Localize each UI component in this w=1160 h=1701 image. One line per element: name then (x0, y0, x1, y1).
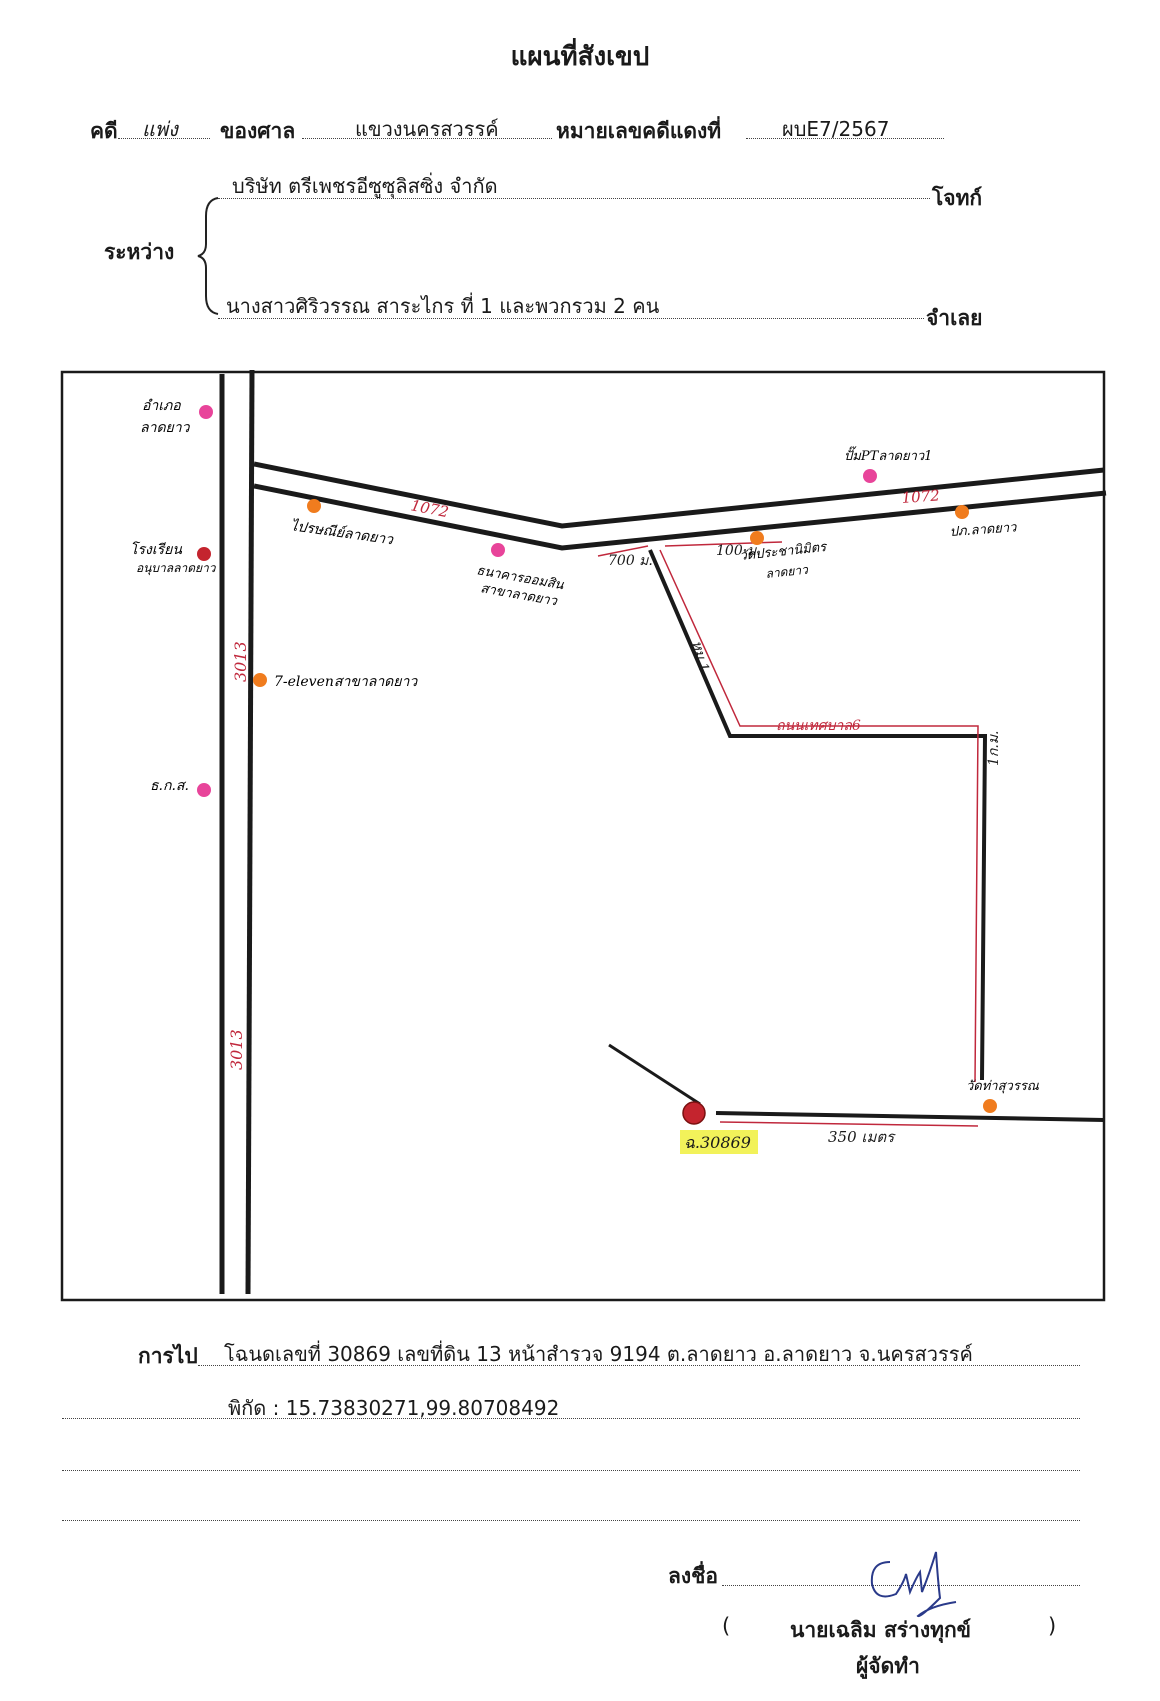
route-line-2: พิกัด : 15.73830271,99.80708492 (228, 1396, 560, 1420)
plaintiff-label: โจทก์ (932, 186, 983, 210)
landmark-amphoe-1: อำเภอ (142, 398, 181, 414)
landmark-school-2: อนุบาลลาดยาว (136, 561, 217, 576)
between-label: ระหว่าง (104, 240, 175, 264)
road-km1-label: 1ก.ม. (986, 730, 1002, 766)
route-guide (659, 549, 979, 1083)
sign-label: ลงชื่อ (668, 1564, 718, 1588)
road-3013-label-top: 3013 (231, 641, 250, 682)
side-road (648, 549, 988, 1081)
pin-orange-icon (750, 531, 764, 545)
pin-pink-icon (199, 405, 213, 419)
map-frame (60, 370, 1106, 1302)
parcel-label: ฉ.30869 (684, 1133, 751, 1152)
landmark-7eleven: 7-elevenสาขาลาดยาว (274, 674, 418, 690)
defendant-name: นางสาวศิริวรรณ สาระไกร ที่ 1 และพวกรวม 2… (226, 294, 660, 318)
road-1072 (253, 461, 1107, 551)
case-type: แพ่ง (142, 117, 178, 141)
route-line-1: โฉนดเลขที่ 30869 เลขที่ดิน 13 หน้าสำรวจ … (224, 1342, 973, 1366)
thesaban6-label: ถนนเทศบาล6 (776, 718, 861, 734)
page-title: แผนที่สังเขป (510, 42, 650, 72)
road-3013-label-bottom: 3013 (227, 1029, 246, 1070)
pin-pink-icon (197, 783, 211, 797)
pin-orange-icon (955, 505, 969, 519)
defendant-label: จำเลย (926, 306, 983, 330)
pin-orange-icon (253, 673, 267, 687)
landmark-wat-prachanimit-2: ลาดยาว (765, 562, 810, 580)
signer-name: นายเฉลิม สร่างทุกข์ (790, 1618, 972, 1642)
parcel-marker-icon (682, 1101, 706, 1125)
court-label: ของศาล (220, 119, 296, 143)
road-1072-label-right: 1072 (901, 486, 940, 507)
route-map: 3013 3013 1072 1072 หม.1 ถนนเทศบาล6 1ก.ม… (60, 370, 1107, 1302)
landmark-ptt: ปั๊มPTลาดยาว1 (844, 446, 932, 464)
pin-orange-icon (307, 499, 321, 513)
paren-open: ( (722, 1614, 731, 1638)
plaintiff-name: บริษัท ตรีเพชรอีซูซุลิสซิ่ง จำกัด (232, 174, 498, 198)
landmark-school-1: โรงเรียน (130, 541, 182, 558)
court-name: แขวงนครสวรรค์ (355, 117, 499, 141)
signer-role: ผู้จัดทำ (856, 1654, 920, 1678)
pin-pink-icon (491, 543, 505, 557)
distance-700: 700 ม. (608, 553, 653, 569)
landmark-baac: ธ.ก.ส. (150, 778, 189, 794)
road-moo1-label: หม.1 (688, 639, 712, 674)
brace-icon (197, 197, 219, 315)
road-3013 (219, 370, 255, 1295)
landmark-amphoe-2: ลาดยาว (140, 420, 191, 436)
pin-pink-icon (863, 469, 877, 483)
case-number-label: หมายเลขคดีแดงที่ (556, 119, 722, 143)
signature-mark (870, 1551, 957, 1618)
parcel-road (715, 1111, 1105, 1122)
parcel-access (608, 1043, 701, 1106)
pin-red-icon (197, 547, 211, 561)
case-number: ผบE7/2567 (782, 117, 890, 141)
pin-orange-icon (983, 1099, 997, 1113)
landmark-police: ปภ.ลาดยาว (949, 520, 1017, 540)
distance-100: 100 ม. (716, 543, 761, 559)
paren-close: ) (1048, 1614, 1057, 1638)
parcel-highlight (680, 1130, 758, 1154)
route-label: การไป (138, 1344, 198, 1368)
landmark-post: ไปรษณีย์ลาดยาว (289, 517, 395, 548)
distance-350: 350 เมตร (828, 1128, 896, 1146)
landmark-wat-tha: วัดท่าสุวรรณ (966, 1079, 1040, 1094)
case-label: คดี (90, 119, 118, 143)
